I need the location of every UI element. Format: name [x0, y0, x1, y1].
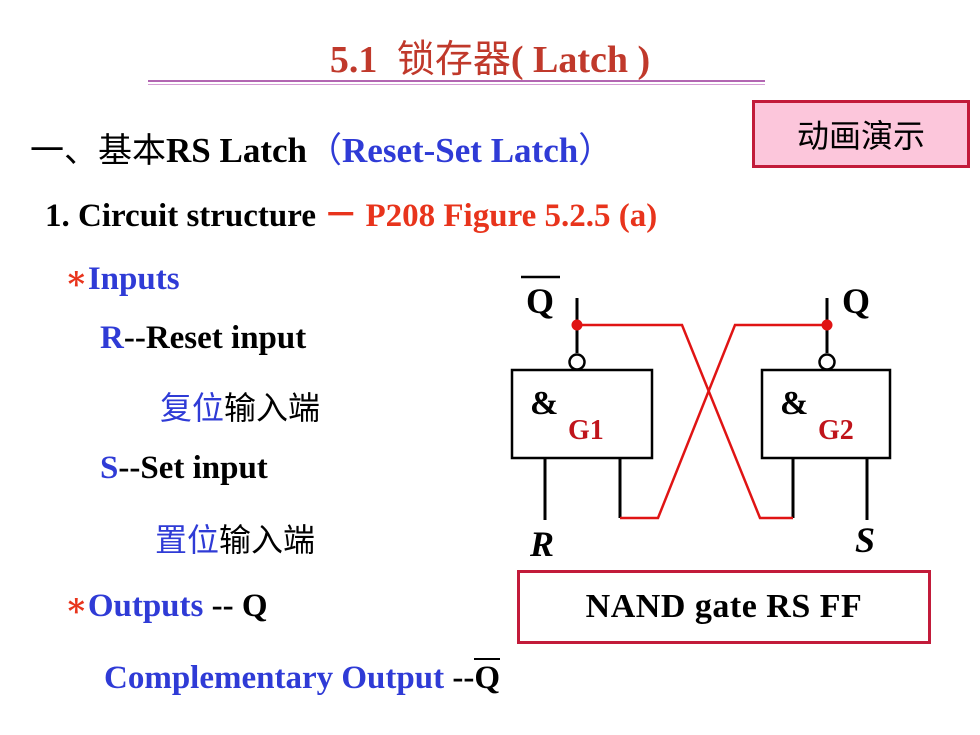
feedback-wire-q-bar-to-g2 [577, 323, 793, 520]
reset-cn-blue: 复位 [160, 389, 225, 427]
circuit-label: 1. Circuit structure [45, 198, 316, 234]
g1-name: G1 [568, 415, 604, 446]
animation-demo-button[interactable]: 动画演示 [752, 100, 970, 168]
circuit-structure-heading: 1. Circuit structure － P208 Figure 5.2.5… [45, 188, 657, 236]
outputs-bullet: ∗ [65, 588, 88, 624]
outputs-line: ∗Outputs -- Q [65, 585, 268, 625]
inputs-bullet: ∗ [65, 261, 88, 297]
junction-dot-q-bar [571, 319, 583, 331]
reset-desc: --Reset input [123, 320, 307, 356]
outputs-label: Outputs [87, 588, 204, 624]
heading-name: RS Latch [166, 131, 307, 170]
heading-prefix: 一、基本 [30, 131, 166, 171]
set-desc: --Set input [118, 450, 268, 486]
reset-cn-black: 输入端 [224, 389, 321, 427]
heading-close-paren: ） [578, 131, 614, 171]
title-chinese: 锁存器 [396, 37, 511, 81]
feedback-wire-q-to-g1 [620, 323, 827, 520]
nand-gate-caption-box: NAND gate RS FF [517, 570, 931, 644]
g2-symbol: & [780, 385, 808, 422]
s-input-label: S [855, 520, 875, 560]
g2-name: G2 [818, 415, 854, 446]
reset-chinese: 复位输入端 [160, 383, 320, 429]
complementary-label: Complementary Output [104, 660, 445, 696]
complementary-q-bar: Q [474, 658, 500, 696]
q-bar-label: Q [526, 281, 554, 321]
heading-open-paren: （ [307, 131, 343, 171]
reset-letter: R [100, 320, 124, 356]
page-title: 5.1 锁存器( Latch ) [0, 28, 980, 83]
set-input-line: S--Set input [100, 450, 268, 487]
title-english: ( Latch ) [510, 39, 651, 81]
gate-g2 [760, 368, 892, 460]
set-cn-blue: 置位 [155, 521, 220, 559]
set-letter: S [100, 450, 119, 486]
inputs-label: Inputs [87, 261, 180, 297]
complementary-dashes: -- [444, 660, 475, 696]
complementary-line: Complementary Output --Q [104, 658, 500, 697]
inputs-heading: ∗Inputs [65, 258, 180, 298]
title-underline-shadow [148, 84, 765, 85]
section-heading: 一、基本RS Latch（Reset-Set Latch） [30, 122, 613, 173]
set-chinese: 置位输入端 [155, 515, 315, 561]
g2-inversion-bubble [818, 353, 836, 371]
reset-input-line: R--Reset input [100, 320, 306, 357]
circuit-dash: － [324, 198, 358, 234]
set-cn-black: 输入端 [219, 521, 316, 559]
title-underline [148, 80, 765, 82]
circuit-reference: P208 Figure 5.2.5 (a) [365, 198, 658, 234]
q-label: Q [842, 281, 870, 321]
junction-dot-q [821, 319, 833, 331]
g1-symbol: & [530, 385, 558, 422]
outputs-dashes: -- Q [203, 588, 268, 624]
gate-g1 [510, 368, 654, 460]
heading-full-name: Reset-Set Latch [342, 131, 579, 170]
title-number: 5.1 [329, 39, 378, 81]
g1-inversion-bubble [568, 353, 586, 371]
nand-gate-caption: NAND gate RS FF [585, 588, 863, 625]
r-input-label: R [529, 524, 554, 564]
